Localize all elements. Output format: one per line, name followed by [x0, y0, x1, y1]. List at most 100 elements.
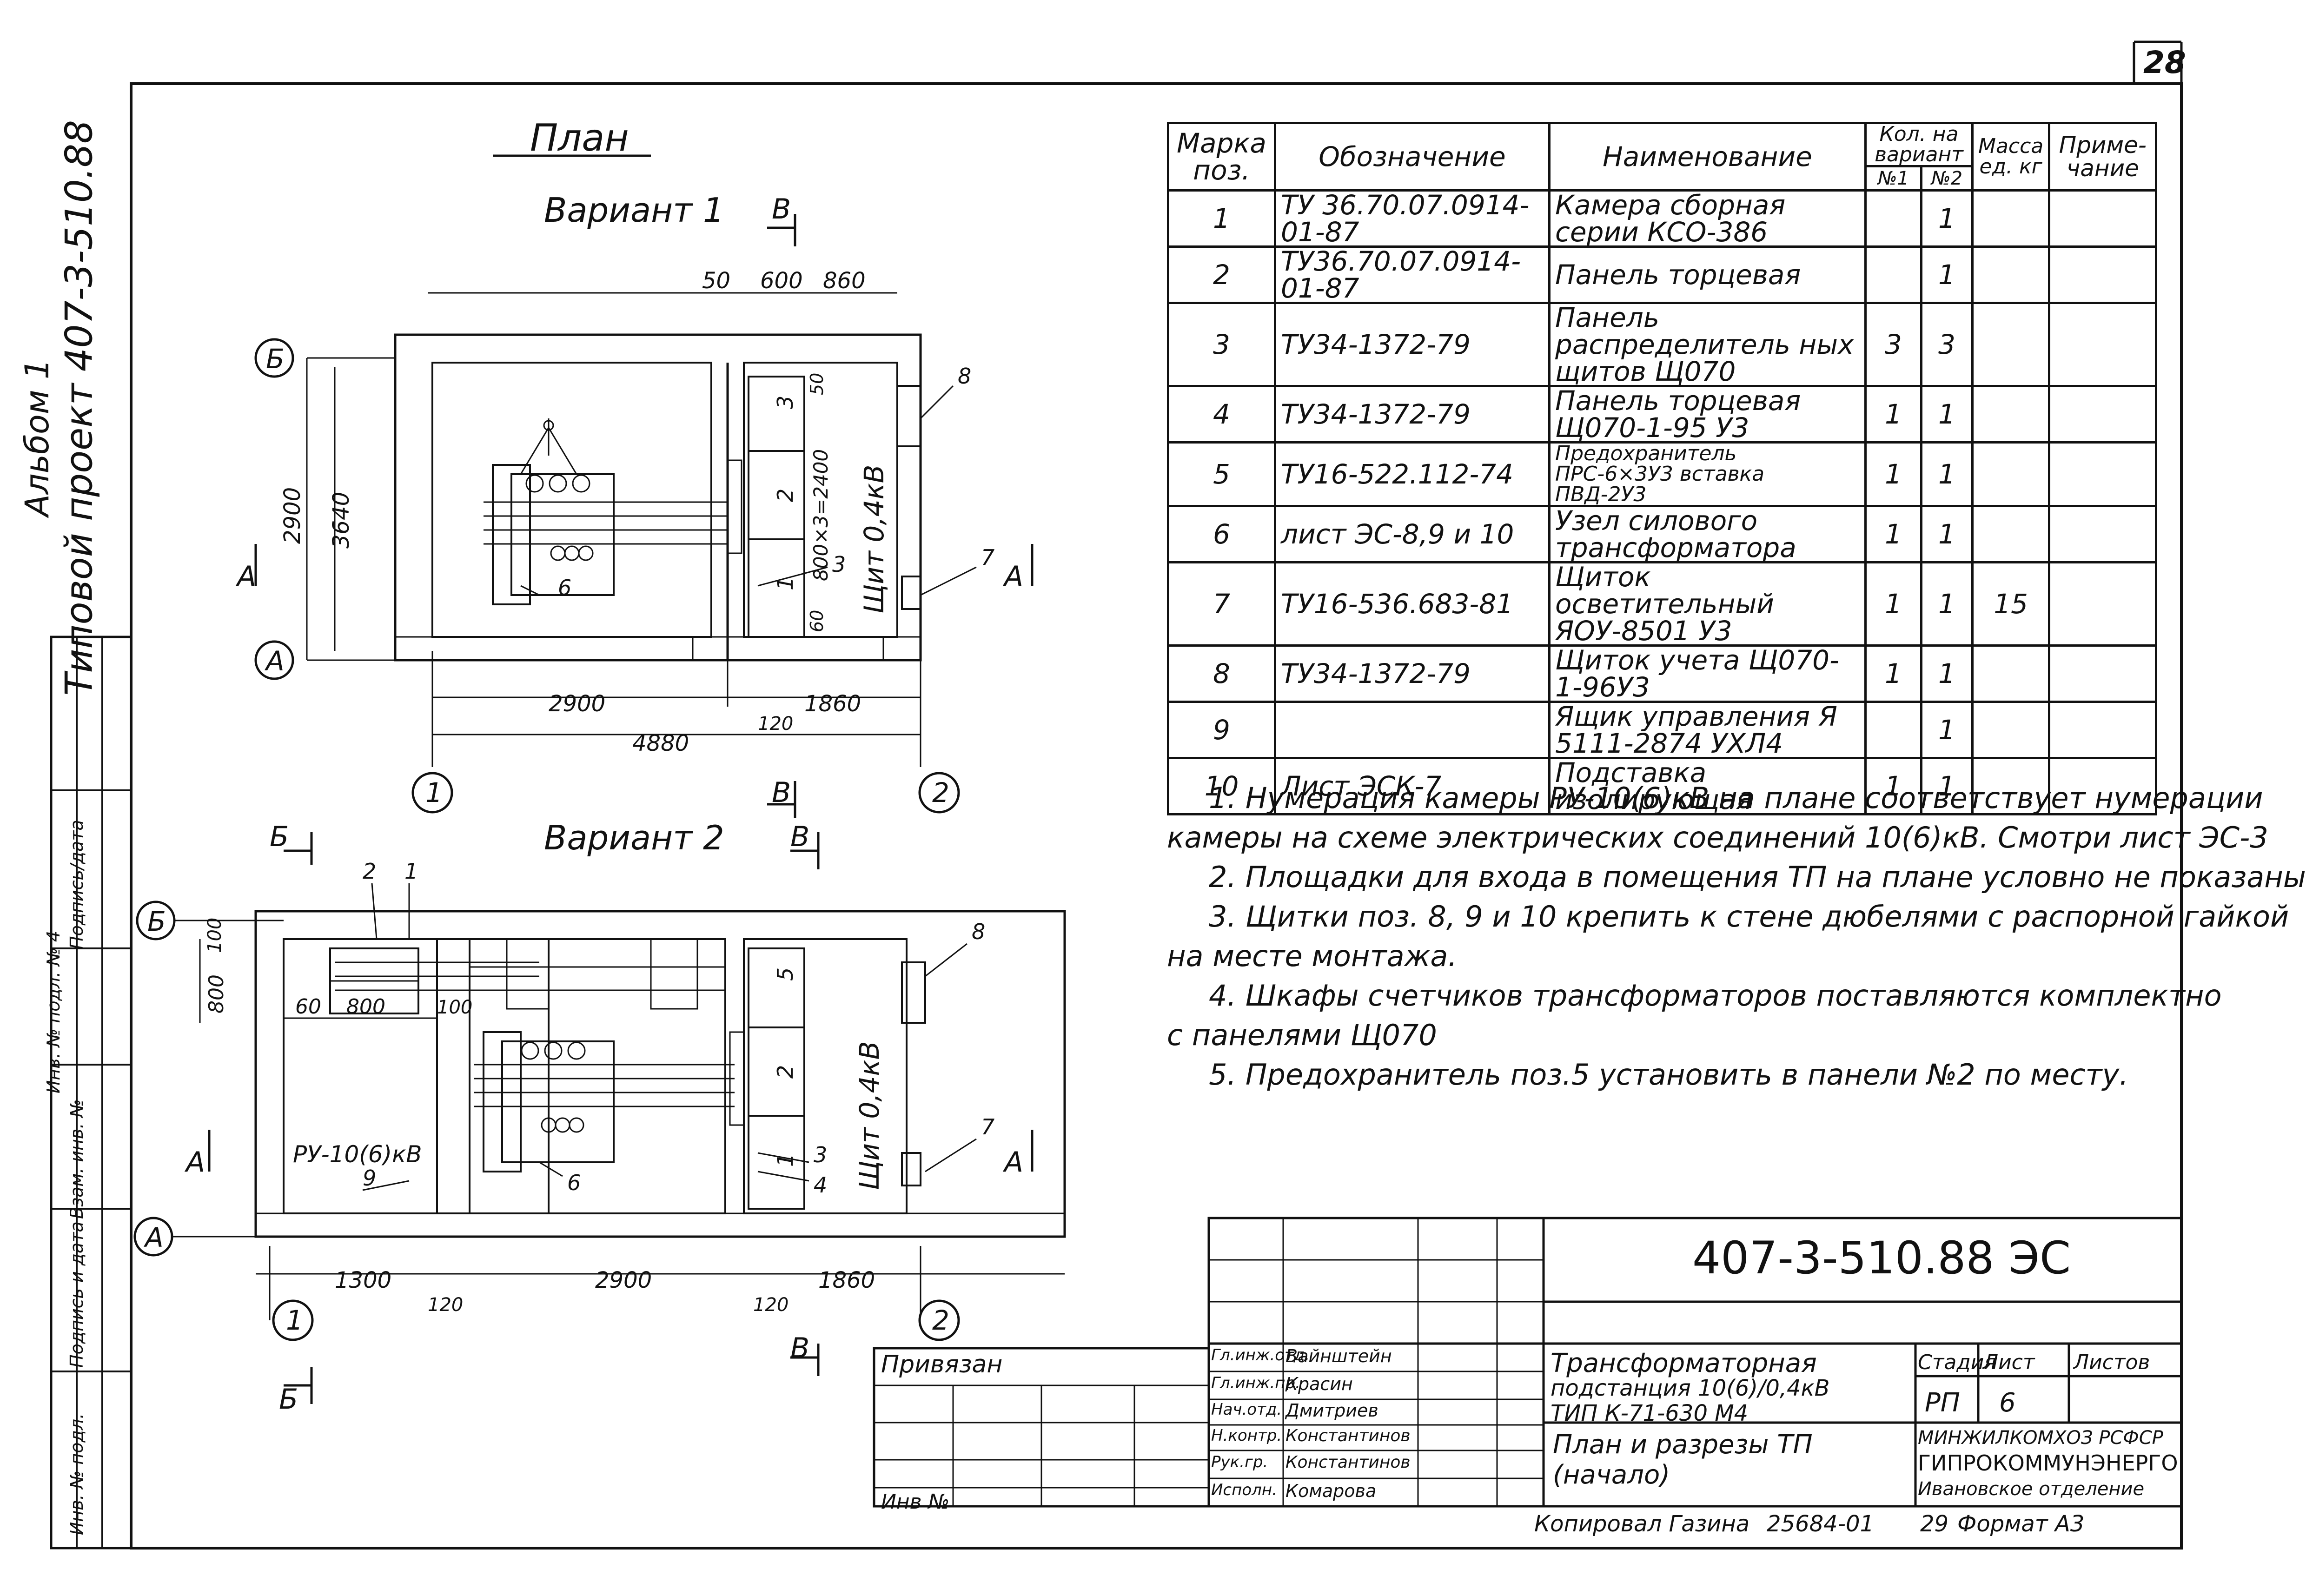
- v2-dim-800-inner: 800: [346, 995, 385, 1019]
- row-v2: 1: [1920, 441, 1974, 507]
- note-1-cont: камеры на схеме электрических соединений…: [1167, 821, 2268, 854]
- header-mark: Марка поз.: [1167, 122, 1276, 192]
- v1-pos-8: 8: [958, 364, 971, 389]
- row-mass: [1971, 441, 2051, 507]
- row-pos: 3: [1167, 302, 1276, 387]
- v2-cell-1: 1: [773, 1153, 798, 1167]
- table-row: 8 ТУ34-1372-79 Щиток учета Щ070-1-96У3 1…: [1167, 644, 2158, 703]
- v2-dim-100: 100: [204, 918, 225, 953]
- row-v2: 1: [1920, 245, 1974, 304]
- person-name-5: Константинов: [1286, 1453, 1411, 1472]
- row-pos: 2: [1167, 245, 1276, 304]
- row-name: Подставка изолирующая: [1548, 757, 1867, 815]
- row-pos: 1: [1167, 189, 1276, 248]
- org-line-3: Ивановское отделение: [1918, 1478, 2145, 1500]
- note-2: 2. Площадки для входа в помещения ТП на …: [1209, 860, 2306, 894]
- note-3: 3. Щитки поз. 8, 9 и 10 крепить к стене …: [1209, 900, 2289, 934]
- row-v1: 3: [1864, 302, 1922, 387]
- row-name: Щиток учета Щ070-1-96У3: [1548, 644, 1867, 703]
- row-v1: 1: [1864, 644, 1922, 703]
- person-name-6: Комарова: [1286, 1481, 1377, 1501]
- row-v1: [1864, 245, 1922, 304]
- row-name: Предохранитель ПРС-6×3У3 вставка ПВД-2У3: [1548, 441, 1867, 507]
- row-v2: 1: [1920, 189, 1974, 248]
- sheet-label: Лист: [1983, 1351, 2035, 1374]
- v1-shield-label: Щит 0,4кВ: [858, 465, 890, 614]
- row-name: Ящик управления Я 5111-2874 УХЛ4: [1548, 701, 1867, 759]
- v1-dim-860: 860: [823, 268, 866, 294]
- row-mass: [1971, 701, 2051, 759]
- v2-cut-a-right: А: [1002, 1146, 1023, 1179]
- row-designation: ТУ 36.70.07.0914-01-87: [1274, 189, 1551, 248]
- row-designation: [1274, 701, 1551, 759]
- v2-dim-60: 60: [295, 995, 321, 1019]
- table-row: 4 ТУ34-1372-79 Панель торцевая Щ070-1-95…: [1167, 385, 2158, 444]
- object-line-3: ТИП К-71-630 М4: [1551, 1400, 1749, 1426]
- person-name-4: Константинов: [1286, 1426, 1411, 1445]
- sheet-value: 6: [1999, 1388, 2016, 1418]
- row-v2: 1: [1920, 505, 1974, 563]
- row-designation: Лист ЭСК-7: [1274, 757, 1551, 815]
- table-row: 10 Лист ЭСК-7 Подставка изолирующая 1 1: [1167, 757, 2158, 815]
- v2-dim-2900: 2900: [595, 1267, 652, 1293]
- variant2-plan: Б А 1 2 В В Б Б А А 800 100 60 800 100 1…: [133, 821, 1066, 1416]
- header-designation: Обозначение: [1274, 122, 1551, 192]
- v1-section-top: В: [772, 193, 791, 225]
- v2-section-v-top: В: [790, 821, 809, 853]
- v1-cut-a-right: А: [1002, 560, 1023, 593]
- person-name-2: Красин: [1286, 1374, 1353, 1394]
- v2-dim-800: 800: [205, 974, 228, 1013]
- person-role-3: Нач.отд.: [1211, 1400, 1282, 1419]
- row-designation: ТУ16-522.112-74: [1274, 441, 1551, 507]
- v1-dim-2900: 2900: [549, 691, 605, 717]
- header-qty: Кол. на вариант: [1864, 122, 1974, 167]
- v1-cell-2: 2: [773, 489, 798, 502]
- table-row: 6 лист ЭС-8,9 и 10 Узел силового трансфо…: [1167, 505, 2158, 563]
- row-pos: 4: [1167, 385, 1276, 444]
- doc-code: 407-3-510.88 ЭС: [1692, 1232, 2071, 1284]
- v1-inner-50: 50: [807, 373, 827, 395]
- row-pos: 8: [1167, 644, 1276, 703]
- v1-axis-b: Б: [266, 343, 285, 375]
- v1-inner-dim: 800×3=2400: [809, 449, 832, 581]
- row-mass: [1971, 189, 2051, 248]
- note-1: 1. Нумерация камеры РУ-10(6)кВ на плане …: [1209, 781, 2263, 815]
- row-v1: 1: [1864, 561, 1922, 647]
- note-4-cont: с панелями Щ070: [1167, 1018, 1437, 1052]
- object-line-1: Трансформаторная: [1551, 1348, 1817, 1378]
- person-role-1: Гл.инж.отд.: [1211, 1346, 1310, 1364]
- row-mass: [1971, 757, 2051, 815]
- note-5: 5. Предохранитель поз.5 установить в пан…: [1209, 1058, 2129, 1092]
- row-mass: [1971, 385, 2051, 444]
- inv-label: Инв №: [881, 1490, 950, 1514]
- row-note: [2048, 701, 2158, 759]
- row-v1: [1864, 701, 1922, 759]
- v1-dim-1860: 1860: [804, 691, 861, 717]
- project-label: Типовой проект 407-3-510.88: [57, 120, 101, 696]
- v2-cut-a-left: А: [184, 1146, 205, 1179]
- row-designation: лист ЭС-8,9 и 10: [1274, 505, 1551, 563]
- v2-axis-2: 2: [932, 1305, 949, 1336]
- row-note: [2048, 757, 2158, 815]
- stamp-vzam: Взам. инв. №: [66, 1099, 87, 1219]
- person-role-2: Гл.инж.пр.: [1211, 1374, 1300, 1392]
- row-pos: 9: [1167, 701, 1276, 759]
- person-role-4: Н.контр.: [1211, 1426, 1282, 1445]
- specification-table: Марка поз. Обозначение Наименование Кол.…: [1167, 122, 2158, 815]
- row-v2: 1: [1920, 701, 1974, 759]
- row-name: Панель торцевая Щ070-1-95 У3: [1548, 385, 1867, 444]
- v2-ru-label: РУ-10(6)кВ: [293, 1141, 422, 1168]
- row-pos: 7: [1167, 561, 1276, 647]
- title-block-grid: [873, 1217, 2183, 1508]
- row-mass: [1971, 302, 2051, 387]
- v2-axis-1: 1: [286, 1305, 303, 1336]
- v2-dim-120-b: 120: [753, 1294, 789, 1316]
- stamp-inv-n4: Инв. № подл. № 4: [43, 930, 64, 1093]
- header-mass: Масса ед. кг: [1971, 122, 2051, 192]
- table-row: 2 ТУ36.70.07.0914-01-87 Панель торцевая …: [1167, 245, 2158, 304]
- row-designation: ТУ34-1372-79: [1274, 385, 1551, 444]
- person-name-1: Вайнштейн: [1286, 1346, 1392, 1366]
- variant1-plan: Б А 1 2 В В А А 50 600 860 2900 3640 290…: [235, 193, 1034, 818]
- row-name: Панель распределитель ных щитов Щ070: [1548, 302, 1867, 387]
- row-designation: ТУ34-1372-79: [1274, 302, 1551, 387]
